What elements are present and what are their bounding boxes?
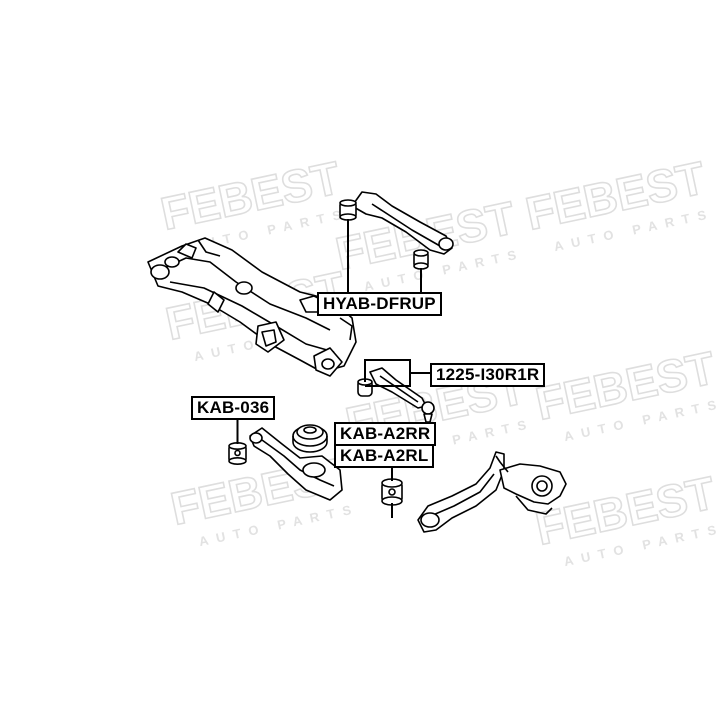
rear-subframe (147, 237, 357, 377)
leader-lines (236, 219, 430, 518)
trailing-arm (417, 451, 567, 533)
label-kab-036[interactable]: KAB-036 (191, 396, 276, 420)
label-1225-i30r1r[interactable]: 1225-I30R1R (430, 363, 546, 387)
trailing-arm-bushing (381, 478, 403, 506)
upper-arm-bushing-left (339, 199, 357, 221)
kab-036-bushing (228, 441, 247, 465)
lower-control-arm (249, 427, 343, 501)
label-kab-a2rr[interactable]: KAB-A2RR (334, 422, 437, 446)
label-hyab-dfrup[interactable]: HYAB-DFRUP (317, 292, 442, 316)
spring-seat (292, 424, 328, 453)
upper-arm-bushing-right (413, 249, 429, 270)
upper-control-arm (351, 191, 454, 255)
label-kab-a2rl[interactable]: KAB-A2RL (334, 444, 435, 468)
lateral-link (357, 367, 435, 423)
